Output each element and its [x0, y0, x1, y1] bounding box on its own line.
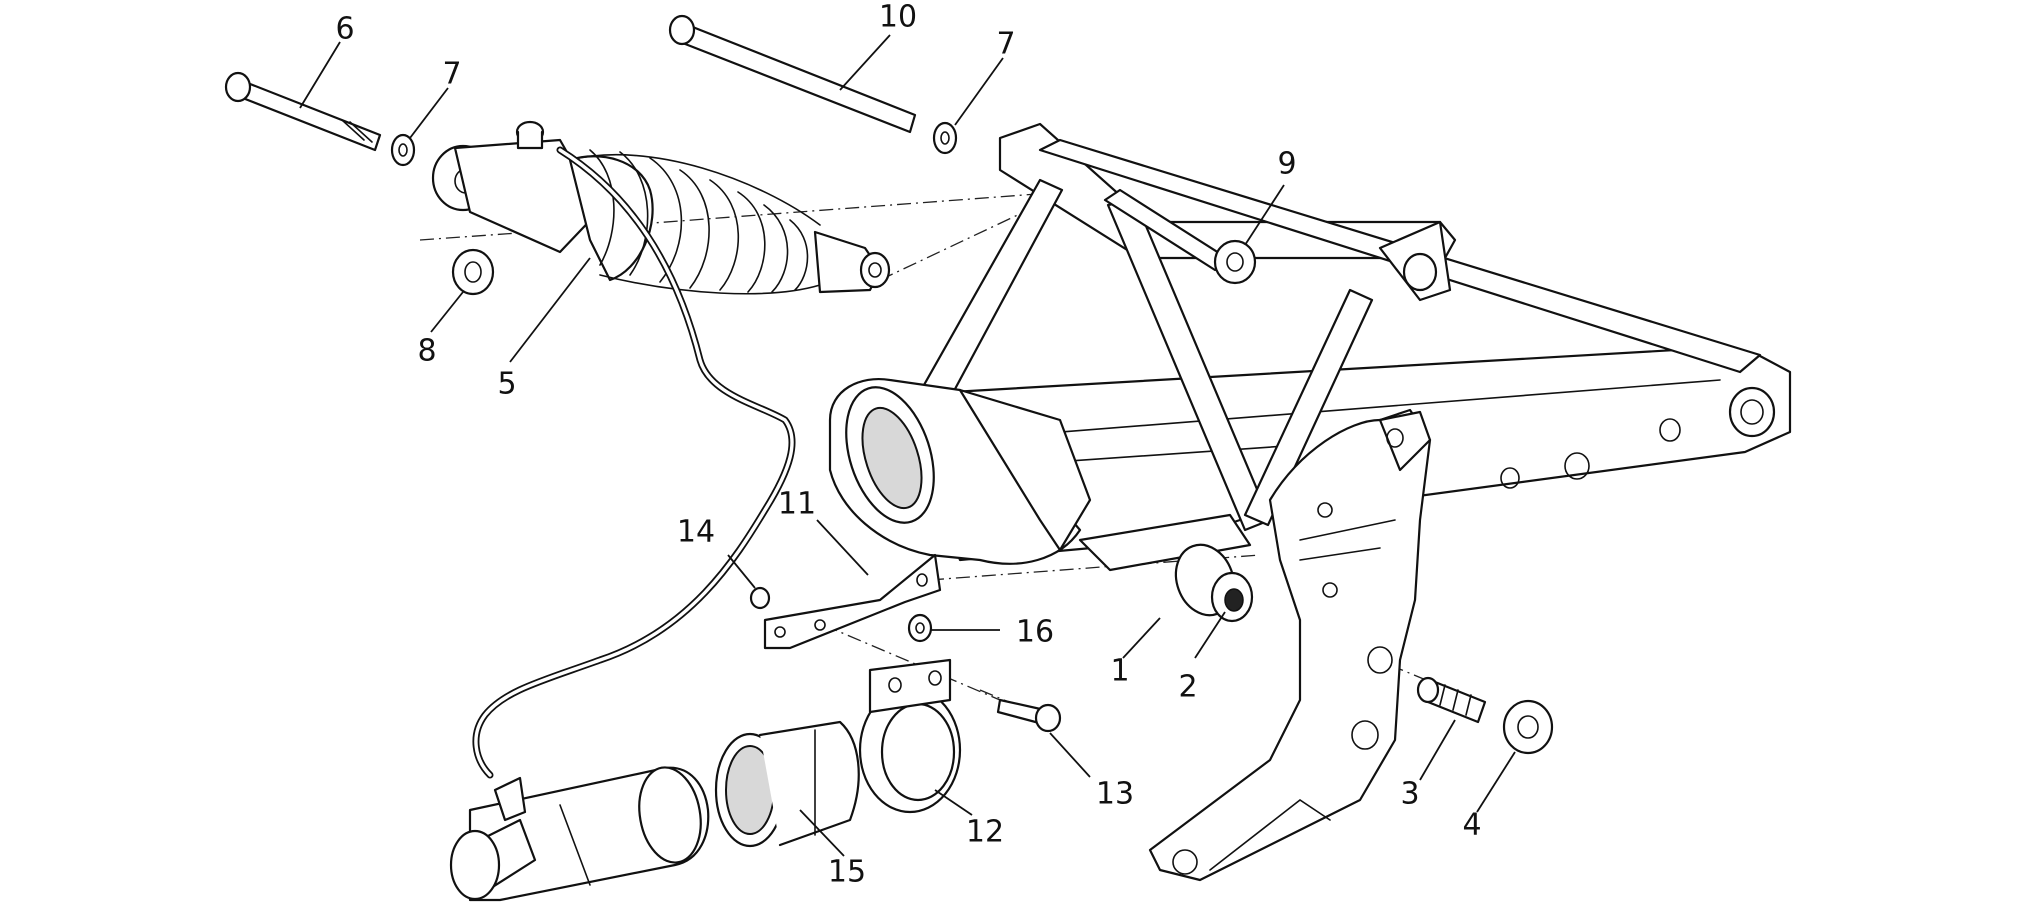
- callout-14: 14: [677, 515, 715, 550]
- side-bracket-plate: [1148, 408, 1432, 882]
- reservoir-hose: [472, 146, 796, 779]
- callout-13: 13: [1096, 777, 1134, 812]
- callout-1: 1: [1110, 654, 1129, 689]
- nut-14: [749, 586, 771, 610]
- callout-3: 3: [1400, 777, 1419, 812]
- leader-lines: [299, 34, 1516, 857]
- callout-9: 9: [1277, 147, 1296, 182]
- reservoir-clamp: [858, 658, 962, 814]
- callout-16: 16: [1016, 615, 1054, 650]
- stud-3: [1416, 676, 1487, 724]
- nut-8: [451, 248, 495, 296]
- shock-absorber: [431, 120, 891, 295]
- callout-8: 8: [417, 334, 436, 369]
- hardware: [224, 14, 1554, 755]
- pivot-housing: [828, 377, 1252, 572]
- washer-7-left: [390, 133, 416, 167]
- screw-13: [996, 698, 1062, 733]
- callout-12: 12: [966, 815, 1004, 850]
- callout-15: 15: [828, 855, 866, 890]
- callout-10: 10: [879, 0, 917, 35]
- callout-4: 4: [1462, 808, 1481, 843]
- nut-9: [1213, 239, 1257, 285]
- callout-7a: 7: [442, 57, 461, 92]
- nut-4: [1502, 699, 1554, 755]
- bolt-10: [668, 14, 917, 134]
- callout-7b: 7: [996, 27, 1015, 62]
- callout-6: 6: [335, 12, 354, 47]
- swingarm-frame: [898, 122, 1792, 562]
- callout-11: 11: [778, 487, 816, 522]
- bolt-6: [224, 71, 382, 152]
- mounting-bracket: [763, 553, 942, 650]
- washer-16: [907, 613, 933, 643]
- reservoir-canister: [449, 766, 710, 902]
- callouts: 1 2 3 4 5 6 7 7 8 9 10 11 12 13 14 15 16: [335, 0, 1481, 890]
- callout-2: 2: [1178, 670, 1197, 705]
- pivot-bolt: [1174, 543, 1254, 623]
- rubber-sleeve: [714, 720, 860, 848]
- callout-5: 5: [497, 367, 516, 402]
- washer-7-right: [932, 121, 958, 155]
